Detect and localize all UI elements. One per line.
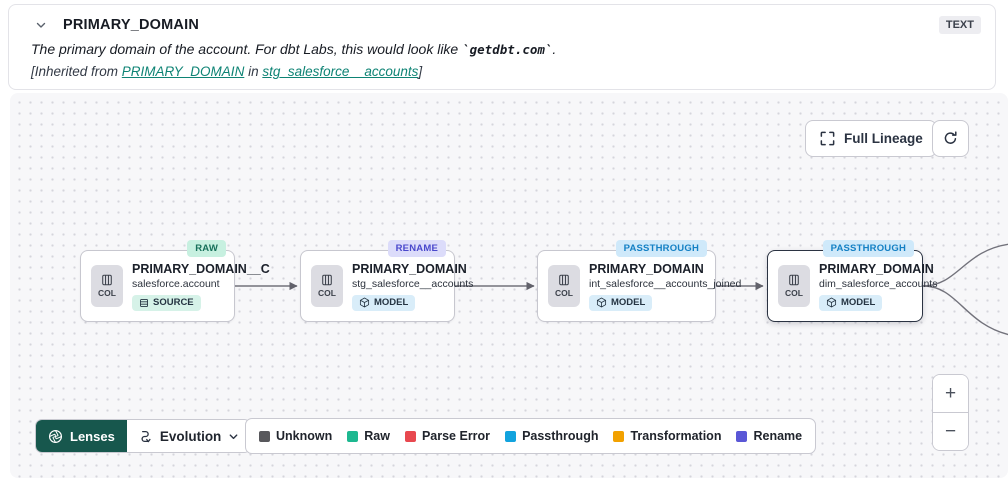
zoom-out-button[interactable]: −	[933, 413, 968, 450]
legend-item-passthrough: Passthrough	[505, 429, 598, 443]
lineage-node-stg-salesforce-accounts[interactable]: RENAME COL PRIMARY_DOMAIN stg_salesforce…	[300, 240, 473, 322]
resource-type-pill: MODEL	[352, 294, 416, 311]
legend-item-unknown: Unknown	[259, 429, 332, 443]
inherited-from-note: [Inherited from PRIMARY_DOMAIN in stg_sa…	[31, 64, 981, 79]
evolution-badge: PASSTHROUGH	[615, 240, 707, 257]
inherited-model-link[interactable]: stg_salesforce__accounts	[262, 64, 419, 79]
node-model-name: dim_salesforce_accounts	[819, 277, 938, 290]
node-model-name: salesforce.account	[132, 277, 220, 290]
legend-swatch	[505, 430, 517, 442]
column-chip: COL	[311, 265, 343, 307]
zoom-in-button[interactable]: +	[933, 375, 968, 413]
lenses-toolbar: Lenses Evolution	[35, 419, 252, 453]
description-period: .	[552, 41, 557, 57]
collapse-chevron-icon[interactable]	[31, 15, 51, 35]
lenses-label: Lenses	[70, 428, 115, 444]
lineage-node-int-salesforce-accounts-joined[interactable]: PASSTHROUGH COL PRIMARY_DOMAIN int_sales…	[537, 240, 741, 322]
legend-label: Rename	[753, 429, 803, 443]
node-column-name: PRIMARY_DOMAIN	[819, 261, 934, 276]
lineage-node-dim-salesforce-accounts[interactable]: PASSTHROUGH COL PRIMARY_DOMAIN dim_sales…	[767, 240, 937, 322]
col-chip-label: COL	[318, 288, 336, 298]
resource-type-pill: MODEL	[819, 294, 883, 311]
column-icon	[559, 274, 569, 286]
legend-label: Transformation	[630, 429, 722, 443]
description-text: The primary domain of the account. For d…	[31, 41, 463, 57]
column-type-badge: TEXT	[938, 16, 981, 34]
resource-type-label: MODEL	[374, 297, 409, 308]
node-model-name: stg_salesforce__accounts	[352, 277, 474, 290]
resource-type-label: SOURCE	[153, 297, 194, 308]
inherited-prefix: [Inherited from	[31, 64, 122, 79]
legend-swatch	[347, 430, 359, 442]
refresh-button[interactable]	[932, 120, 969, 157]
column-chip: COL	[548, 265, 580, 307]
column-icon	[789, 274, 799, 286]
legend-label: Raw	[364, 429, 390, 443]
node-column-name: PRIMARY_DOMAIN	[352, 261, 467, 276]
inherited-column-link[interactable]: PRIMARY_DOMAIN	[121, 64, 245, 79]
lineage-canvas[interactable]: Full Lineage RAW COL PRIMARY_DOMAIN__C s…	[10, 93, 1008, 478]
column-details-card: PRIMARY_DOMAIN TEXT The primary domain o…	[8, 4, 996, 90]
col-chip-label: COL	[98, 288, 116, 298]
resource-type-label: MODEL	[611, 297, 646, 308]
refresh-icon	[942, 130, 959, 147]
legend-label: Unknown	[276, 429, 333, 443]
column-title: PRIMARY_DOMAIN	[63, 17, 199, 33]
source-icon	[140, 298, 148, 307]
model-icon	[359, 297, 370, 308]
legend-label: Passthrough	[522, 429, 599, 443]
lens-selected-value: Evolution	[159, 428, 222, 444]
column-chip: COL	[91, 265, 123, 307]
resource-type-pill: SOURCE	[132, 294, 201, 311]
inherited-suffix: ]	[418, 64, 423, 79]
col-chip-label: COL	[785, 288, 803, 298]
resource-type-label: MODEL	[841, 297, 876, 308]
node-model-name: int_salesforce__accounts_joined	[589, 277, 742, 290]
legend-swatch	[613, 430, 625, 442]
legend-swatch	[404, 430, 416, 442]
evolution-legend: Unknown Raw Parse Error Passthrough Tran…	[245, 418, 817, 454]
lens-select[interactable]: Evolution	[126, 420, 251, 452]
column-icon	[102, 274, 112, 286]
resource-type-pill: MODEL	[589, 294, 653, 311]
description-code: `getdbt.com`	[462, 42, 553, 57]
chevron-down-icon	[229, 433, 238, 439]
lineage-node-salesforce-account[interactable]: RAW COL PRIMARY_DOMAIN__C salesforce.acc…	[80, 240, 270, 322]
zoom-controls: + −	[932, 374, 969, 451]
legend-label: Parse Error	[421, 429, 491, 443]
col-chip-label: COL	[555, 288, 573, 298]
node-column-name: PRIMARY_DOMAIN	[589, 261, 704, 276]
legend-item-rename: Rename	[736, 429, 802, 443]
lenses-button[interactable]: Lenses	[36, 420, 127, 452]
legend-swatch	[259, 430, 270, 442]
full-lineage-label: Full Lineage	[844, 131, 923, 146]
column-icon	[322, 274, 332, 286]
legend-swatch	[736, 430, 748, 442]
evolution-badge: RAW	[187, 240, 226, 257]
legend-item-transformation: Transformation	[613, 429, 721, 443]
inherited-middle: in	[244, 64, 263, 79]
node-column-name: PRIMARY_DOMAIN__C	[132, 261, 270, 276]
column-chip: COL	[778, 265, 810, 307]
expand-icon	[819, 130, 836, 147]
model-icon	[826, 297, 837, 308]
legend-item-parse-error: Parse Error	[404, 429, 491, 443]
model-icon	[596, 297, 607, 308]
evolution-badge: RENAME	[387, 240, 446, 257]
aperture-icon	[48, 429, 63, 443]
evolution-badge: PASSTHROUGH	[822, 240, 914, 257]
evolution-route-icon	[141, 430, 151, 442]
full-lineage-button[interactable]: Full Lineage	[805, 120, 937, 157]
column-description: The primary domain of the account. For d…	[31, 41, 981, 57]
legend-item-raw: Raw	[347, 429, 390, 443]
